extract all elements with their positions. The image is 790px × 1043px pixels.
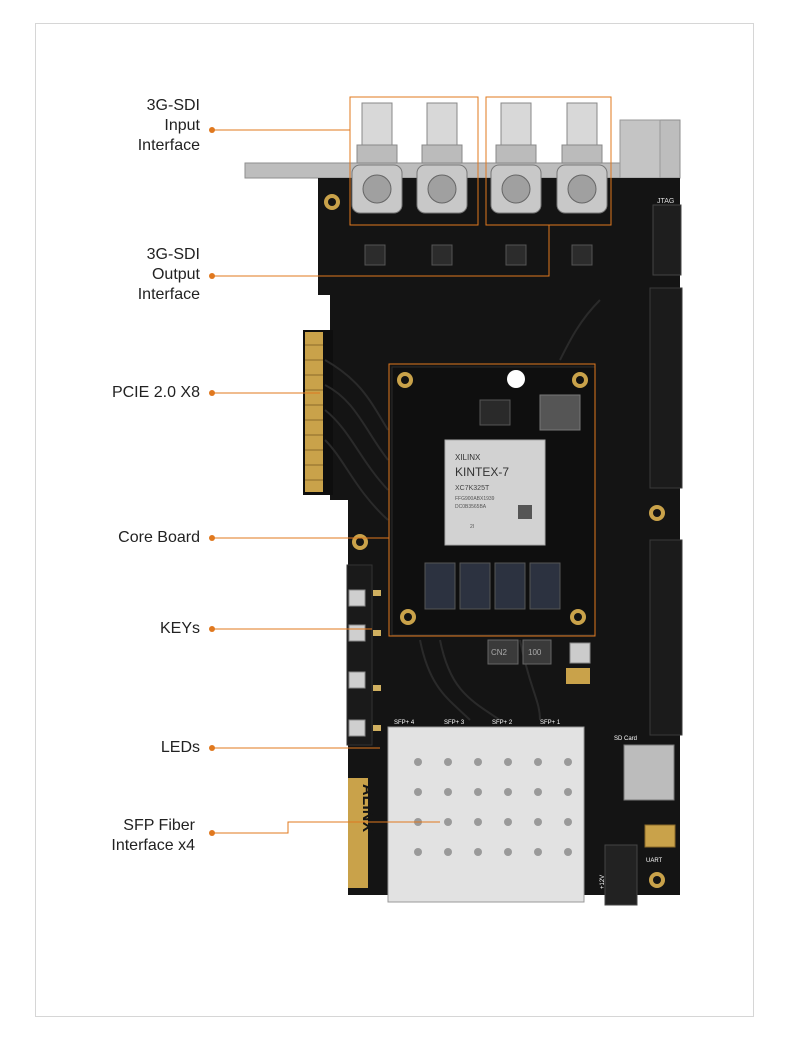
callout-dots bbox=[209, 127, 215, 836]
leader-sfp bbox=[212, 821, 440, 834]
bnc-connector bbox=[556, 102, 608, 214]
svg-text:KINTEX-7: KINTEX-7 bbox=[455, 465, 509, 479]
svg-text:+12V: +12V bbox=[600, 875, 606, 889]
svg-text:SFP+ 3: SFP+ 3 bbox=[444, 720, 465, 726]
label-pcie: PCIE 2.0 X8 bbox=[111, 384, 200, 401]
svg-text:UART: UART bbox=[646, 858, 663, 864]
sd-card-slot: SD Card bbox=[614, 736, 675, 801]
expansion-header-bottom bbox=[649, 539, 683, 736]
highlight-core-board bbox=[388, 363, 596, 637]
svg-text:XILINX: XILINX bbox=[455, 453, 481, 462]
bnc-connector bbox=[490, 102, 542, 214]
label-core-board: Core Board bbox=[118, 529, 200, 546]
leader-sdi-output bbox=[212, 225, 550, 277]
label-keys: KEYs bbox=[159, 620, 200, 637]
svg-text:SFP+ 2: SFP+ 2 bbox=[492, 720, 513, 726]
svg-text:DC0B3565BA: DC0B3565BA bbox=[455, 504, 487, 510]
pcie-gold-fingers bbox=[305, 332, 323, 492]
svg-text:2I: 2I bbox=[470, 524, 474, 530]
svg-text:XC7K325T: XC7K325T bbox=[455, 485, 490, 492]
svg-text:ALINX: ALINX bbox=[359, 784, 376, 832]
callout-lines bbox=[212, 129, 550, 834]
bnc-connector bbox=[351, 102, 403, 214]
alinx-logo: ALINX bbox=[348, 778, 376, 888]
sfp-cage: SFP+ 4 SFP+ 3 SFP+ 2 SFP+ 1 bbox=[387, 720, 585, 903]
core-board: XILINX KINTEX-7 XC7K325T FFG900ABX1939 D… bbox=[391, 366, 596, 636]
ddr-memory-chips bbox=[424, 562, 561, 610]
expansion-header-top bbox=[649, 287, 683, 489]
highlight-sdi-input-1 bbox=[349, 96, 479, 226]
svg-text:SFP+ 4: SFP+ 4 bbox=[394, 720, 415, 726]
svg-text:SFP+ 1: SFP+ 1 bbox=[540, 720, 561, 726]
label-leds: LEDs bbox=[160, 739, 200, 756]
sdi-driver-chips bbox=[364, 244, 593, 266]
svg-text:CN2: CN2 bbox=[491, 648, 508, 657]
jtag-header: JTAG bbox=[652, 198, 682, 276]
image-frame bbox=[35, 23, 754, 1017]
uart-port: UART bbox=[644, 824, 676, 864]
svg-text:SD Card: SD Card bbox=[614, 736, 637, 742]
keys-and-leds bbox=[346, 564, 381, 746]
power-modules: CN2 100 bbox=[487, 639, 591, 684]
bnc-connectors bbox=[351, 102, 608, 214]
svg-text:JTAG: JTAG bbox=[657, 198, 674, 205]
fpga-chip: XILINX KINTEX-7 XC7K325T FFG900ABX1939 D… bbox=[444, 439, 546, 546]
svg-text:100: 100 bbox=[528, 648, 542, 657]
svg-text:FFG900ABX1939: FFG900ABX1939 bbox=[455, 496, 495, 502]
bnc-connector bbox=[416, 102, 468, 214]
power-jack: +12V bbox=[600, 844, 638, 906]
